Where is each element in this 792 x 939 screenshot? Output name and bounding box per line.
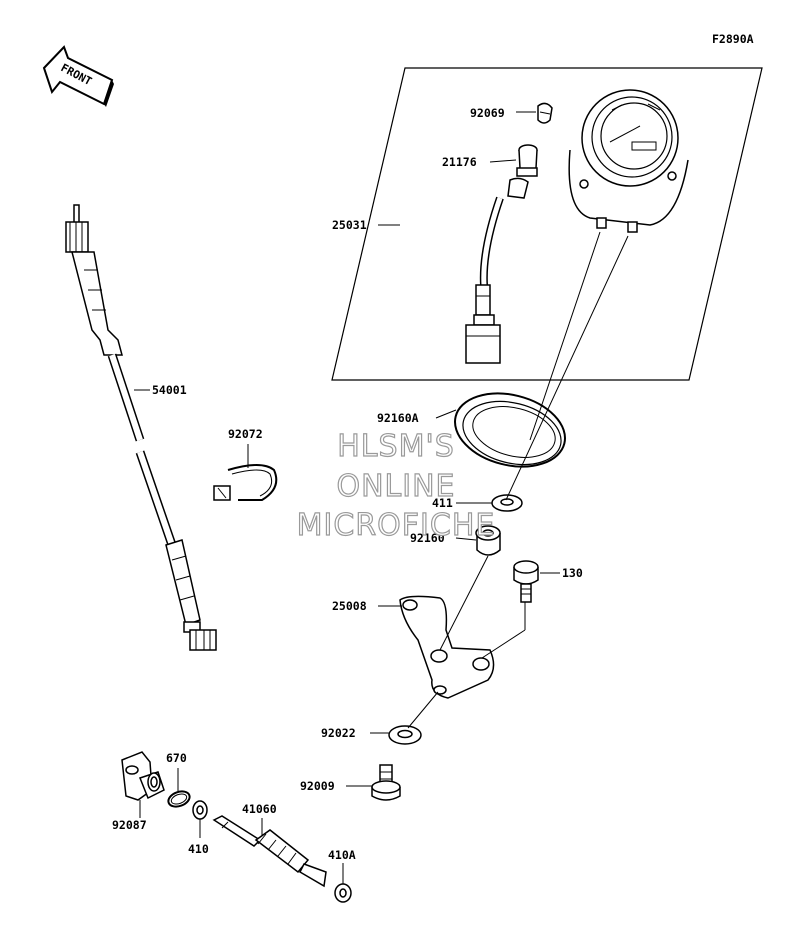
label-92160A: 92160A xyxy=(377,411,419,425)
label-410A: 410A xyxy=(328,848,356,862)
label-130: 130 xyxy=(562,566,583,580)
watermark-line-2: ONLINE xyxy=(336,469,455,504)
part-number-labels: 92069 21176 25031 54001 92160A 92072 411… xyxy=(112,106,583,862)
label-92069: 92069 xyxy=(470,106,505,120)
label-410: 410 xyxy=(188,842,209,856)
label-54001: 54001 xyxy=(152,383,187,397)
label-92160: 92160 xyxy=(410,531,445,545)
grommet-ring-92160A xyxy=(454,392,566,468)
label-21176: 21176 xyxy=(442,155,477,169)
label-92022: 92022 xyxy=(321,726,356,740)
front-direction-arrow: FRONT xyxy=(42,45,114,107)
label-92087: 92087 xyxy=(112,818,147,832)
housing-92087 xyxy=(121,751,165,801)
screw-92009 xyxy=(371,764,401,801)
leader-lines xyxy=(134,111,629,884)
socket-wire-21176 xyxy=(465,144,538,364)
watermark: HLSM'S ONLINE MICROFICHE xyxy=(296,428,496,543)
figure-code: F2890A xyxy=(712,32,754,46)
bulb-92069 xyxy=(537,102,553,124)
label-92072: 92072 xyxy=(228,427,263,441)
label-92009: 92009 xyxy=(300,779,335,793)
label-411: 411 xyxy=(432,496,453,510)
speedometer-head xyxy=(568,89,689,233)
assembly-frame-25031 xyxy=(331,67,763,381)
watermark-line-1: HLSM'S xyxy=(337,429,455,464)
bracket-25008 xyxy=(399,595,495,699)
washer-410A xyxy=(334,883,352,903)
o-ring-670 xyxy=(167,790,191,808)
gear-shaft-41060 xyxy=(212,815,327,888)
washer-92022 xyxy=(388,725,422,745)
label-41060: 41060 xyxy=(242,802,277,816)
grommet-92160 xyxy=(475,525,501,556)
watermark-line-3: MICROFICHE xyxy=(297,508,496,543)
label-25031: 25031 xyxy=(332,218,367,232)
clamp-band-92072 xyxy=(213,464,278,501)
washer-410 xyxy=(192,800,208,820)
label-670: 670 xyxy=(166,751,187,765)
bolt-130 xyxy=(513,560,539,603)
speedometer-cable-54001 xyxy=(65,204,217,651)
label-25008: 25008 xyxy=(332,599,367,613)
